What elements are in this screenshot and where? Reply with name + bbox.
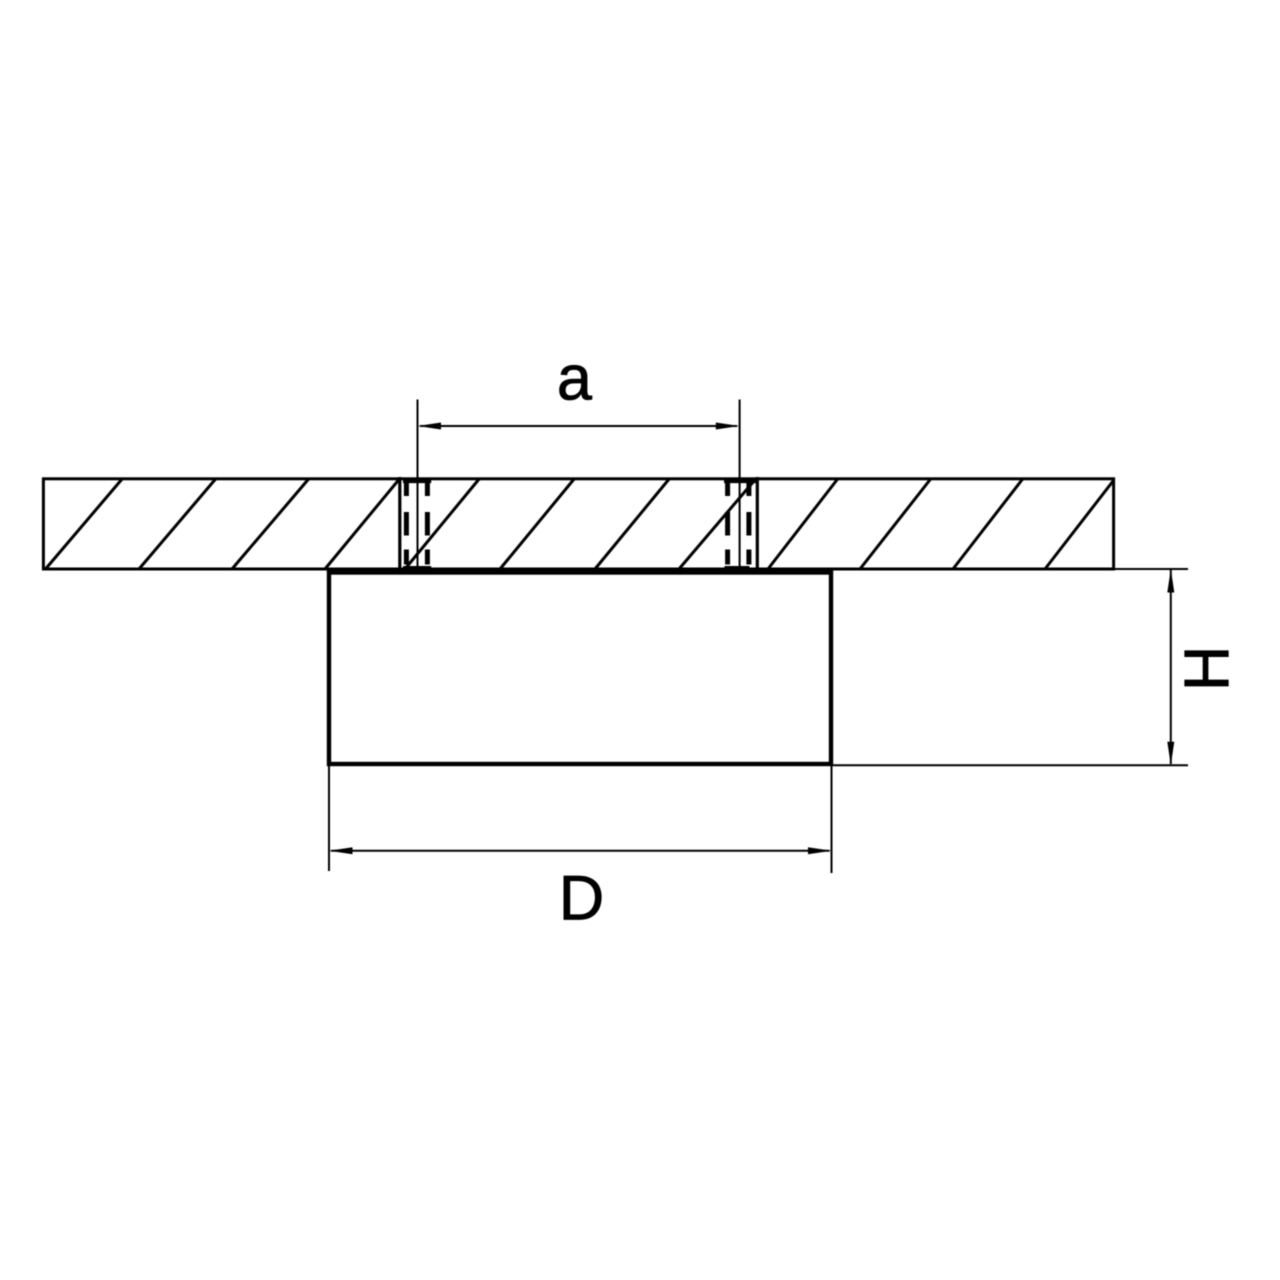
svg-text:H: H [1172, 646, 1242, 692]
svg-text:D: D [559, 863, 605, 933]
svg-text:a: a [557, 344, 593, 414]
